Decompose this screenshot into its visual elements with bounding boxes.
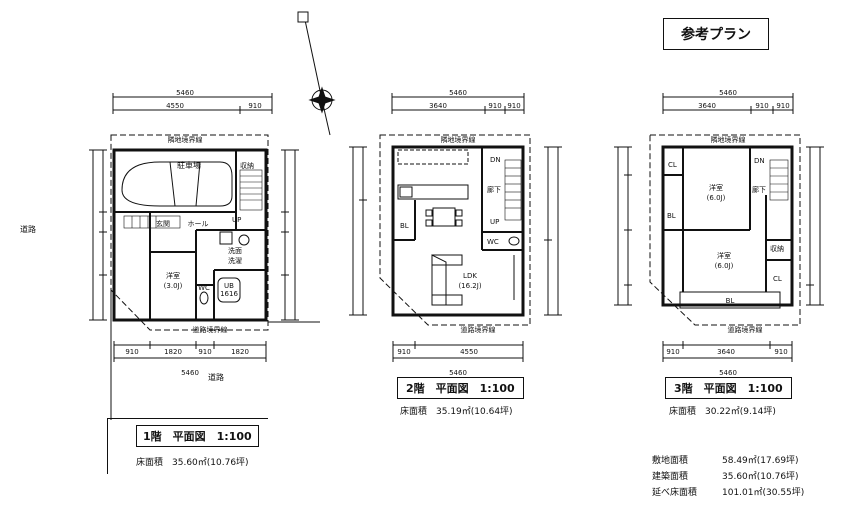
f2-dim-bottom-b: 4550: [460, 348, 478, 356]
f3-room-western1-1: 洋室: [709, 183, 723, 192]
floor2-caption: 2階 平面図 1:100: [397, 377, 524, 399]
total-floor-area-value: 101.01㎡(30.55坪): [722, 488, 805, 498]
road-left-label: 道路: [20, 224, 36, 234]
f1-room-parking: 駐車場: [177, 160, 201, 170]
total-floor-area-label: 延べ床面積: [652, 488, 698, 498]
f2-room-up: UP: [490, 218, 499, 226]
f3-room-bl1: BL: [667, 212, 676, 220]
f2-room-corridor: 廊下: [487, 185, 501, 194]
f1-road-boundary: 道路境界線: [193, 325, 228, 334]
floor1-caption: 1階 平面図 1:100: [136, 425, 259, 447]
f2-dim-bottom-total: 5460: [449, 369, 467, 377]
floor1-caption-box: 1階 平面図 1:100 床面積 35.60㎡(10.76坪): [107, 418, 268, 474]
road-bottom-label: 道路: [208, 372, 224, 382]
f3-dim-top-total: 5460: [719, 89, 737, 97]
f1-room-entrance: 玄関: [156, 219, 170, 228]
f2-room-wc: WC: [487, 238, 499, 246]
compass-icon: [297, 11, 336, 136]
f2-room-ldk-2: (16.2J): [458, 282, 481, 290]
f2-room-ldk-1: LDK: [463, 272, 477, 280]
summary-row: 敷地面積 58.49㎡(17.69坪): [652, 453, 804, 466]
f1-dim-bottom-b: 1820: [164, 348, 182, 356]
f1-room-wc: WC: [198, 284, 210, 292]
floor3-area: 床面積 30.22㎡(9.14坪): [669, 407, 776, 417]
f1-dim-bottom-total: 5460: [181, 369, 199, 377]
f1-room-ub-1: UB: [224, 282, 234, 290]
f1-room-hall: ホール: [188, 220, 209, 228]
f2-road-boundary: 道路境界線: [461, 325, 496, 334]
f1-dim-bottom-d: 1820: [231, 348, 249, 356]
f3-dim-top-a: 3640: [698, 102, 716, 110]
floor1-area: 床面積 35.60㎡(10.76坪): [136, 458, 249, 468]
f1-neighbor-boundary: 隣地境界線: [168, 135, 203, 144]
f1-dim-bottom-a: 910: [125, 348, 138, 356]
f3-room-western1-2: (6.0J): [707, 194, 726, 202]
f3-room-cl2: CL: [773, 275, 782, 283]
f1-room-washroom-1: 洗面: [228, 246, 242, 255]
f2-neighbor-boundary: 隣地境界線: [441, 135, 476, 144]
f3-room-dn: DN: [754, 157, 765, 165]
f2-dim-top-a: 3640: [429, 102, 447, 110]
f2-room-dn: DN: [490, 156, 501, 164]
f3-neighbor-boundary: 隣地境界線: [711, 135, 746, 144]
f3-dim-bottom-total: 5460: [719, 369, 737, 377]
building-area-value: 35.60㎡(10.76坪): [722, 472, 799, 482]
f3-room-western2-2: (6.0J): [715, 262, 734, 270]
f3-dim-bottom-c: 910: [774, 348, 787, 356]
floor2-plan: [349, 93, 562, 362]
f3-room-cl1: CL: [668, 161, 677, 169]
f3-room-corridor: 廊下: [752, 185, 766, 194]
floor1-plan: [89, 93, 320, 420]
f1-dim-top-b: 910: [248, 102, 261, 110]
site-area-value: 58.49㎡(17.69坪): [722, 456, 799, 466]
f3-dim-bottom-b: 3640: [717, 348, 735, 356]
f3-dim-top-b: 910: [755, 102, 768, 110]
f1-room-washroom-2: 洗濯: [228, 256, 242, 265]
f3-road-boundary: 道路境界線: [728, 325, 763, 334]
f3-dim-top-c: 910: [776, 102, 789, 110]
summary-row: 建築面積 35.60㎡(10.76坪): [652, 469, 804, 482]
reference-plan-title: 参考プラン: [663, 18, 769, 50]
f3-room-western2-1: 洋室: [717, 251, 731, 260]
floor2-area: 床面積 35.19㎡(10.64坪): [400, 407, 513, 417]
f2-dim-top-b: 910: [488, 102, 501, 110]
floor3-caption: 3階 平面図 1:100: [665, 377, 792, 399]
site-area-label: 敷地面積: [652, 456, 689, 466]
f1-room-western-1: 洋室: [166, 271, 180, 280]
f2-dim-top-c: 910: [507, 102, 520, 110]
f1-room-western-2: (3.0J): [164, 282, 183, 290]
f1-dim-top-a: 4550: [166, 102, 184, 110]
f1-room-ub-2: 1616: [220, 290, 238, 298]
f1-dim-bottom-c: 910: [198, 348, 211, 356]
f3-room-storage: 収納: [770, 244, 784, 253]
floor3-plan: [614, 93, 824, 362]
summary-row: 延べ床面積 101.01㎡(30.55坪): [652, 485, 804, 498]
area-summary: 敷地面積 58.49㎡(17.69坪) 建築面積 35.60㎡(10.76坪) 延べ…: [652, 453, 804, 498]
f1-dim-top-total: 5460: [176, 89, 194, 97]
f2-dim-top-total: 5460: [449, 89, 467, 97]
f3-dim-bottom-a: 910: [666, 348, 679, 356]
f2-room-bl: BL: [400, 222, 409, 230]
f2-dim-bottom-a: 910: [397, 348, 410, 356]
f1-room-up: UP: [232, 216, 241, 224]
building-area-label: 建築面積: [652, 472, 689, 482]
f3-room-bl2: BL: [726, 297, 735, 305]
reference-plan-label: 参考プラン: [681, 27, 751, 43]
f1-room-storage: 収納: [240, 161, 254, 170]
